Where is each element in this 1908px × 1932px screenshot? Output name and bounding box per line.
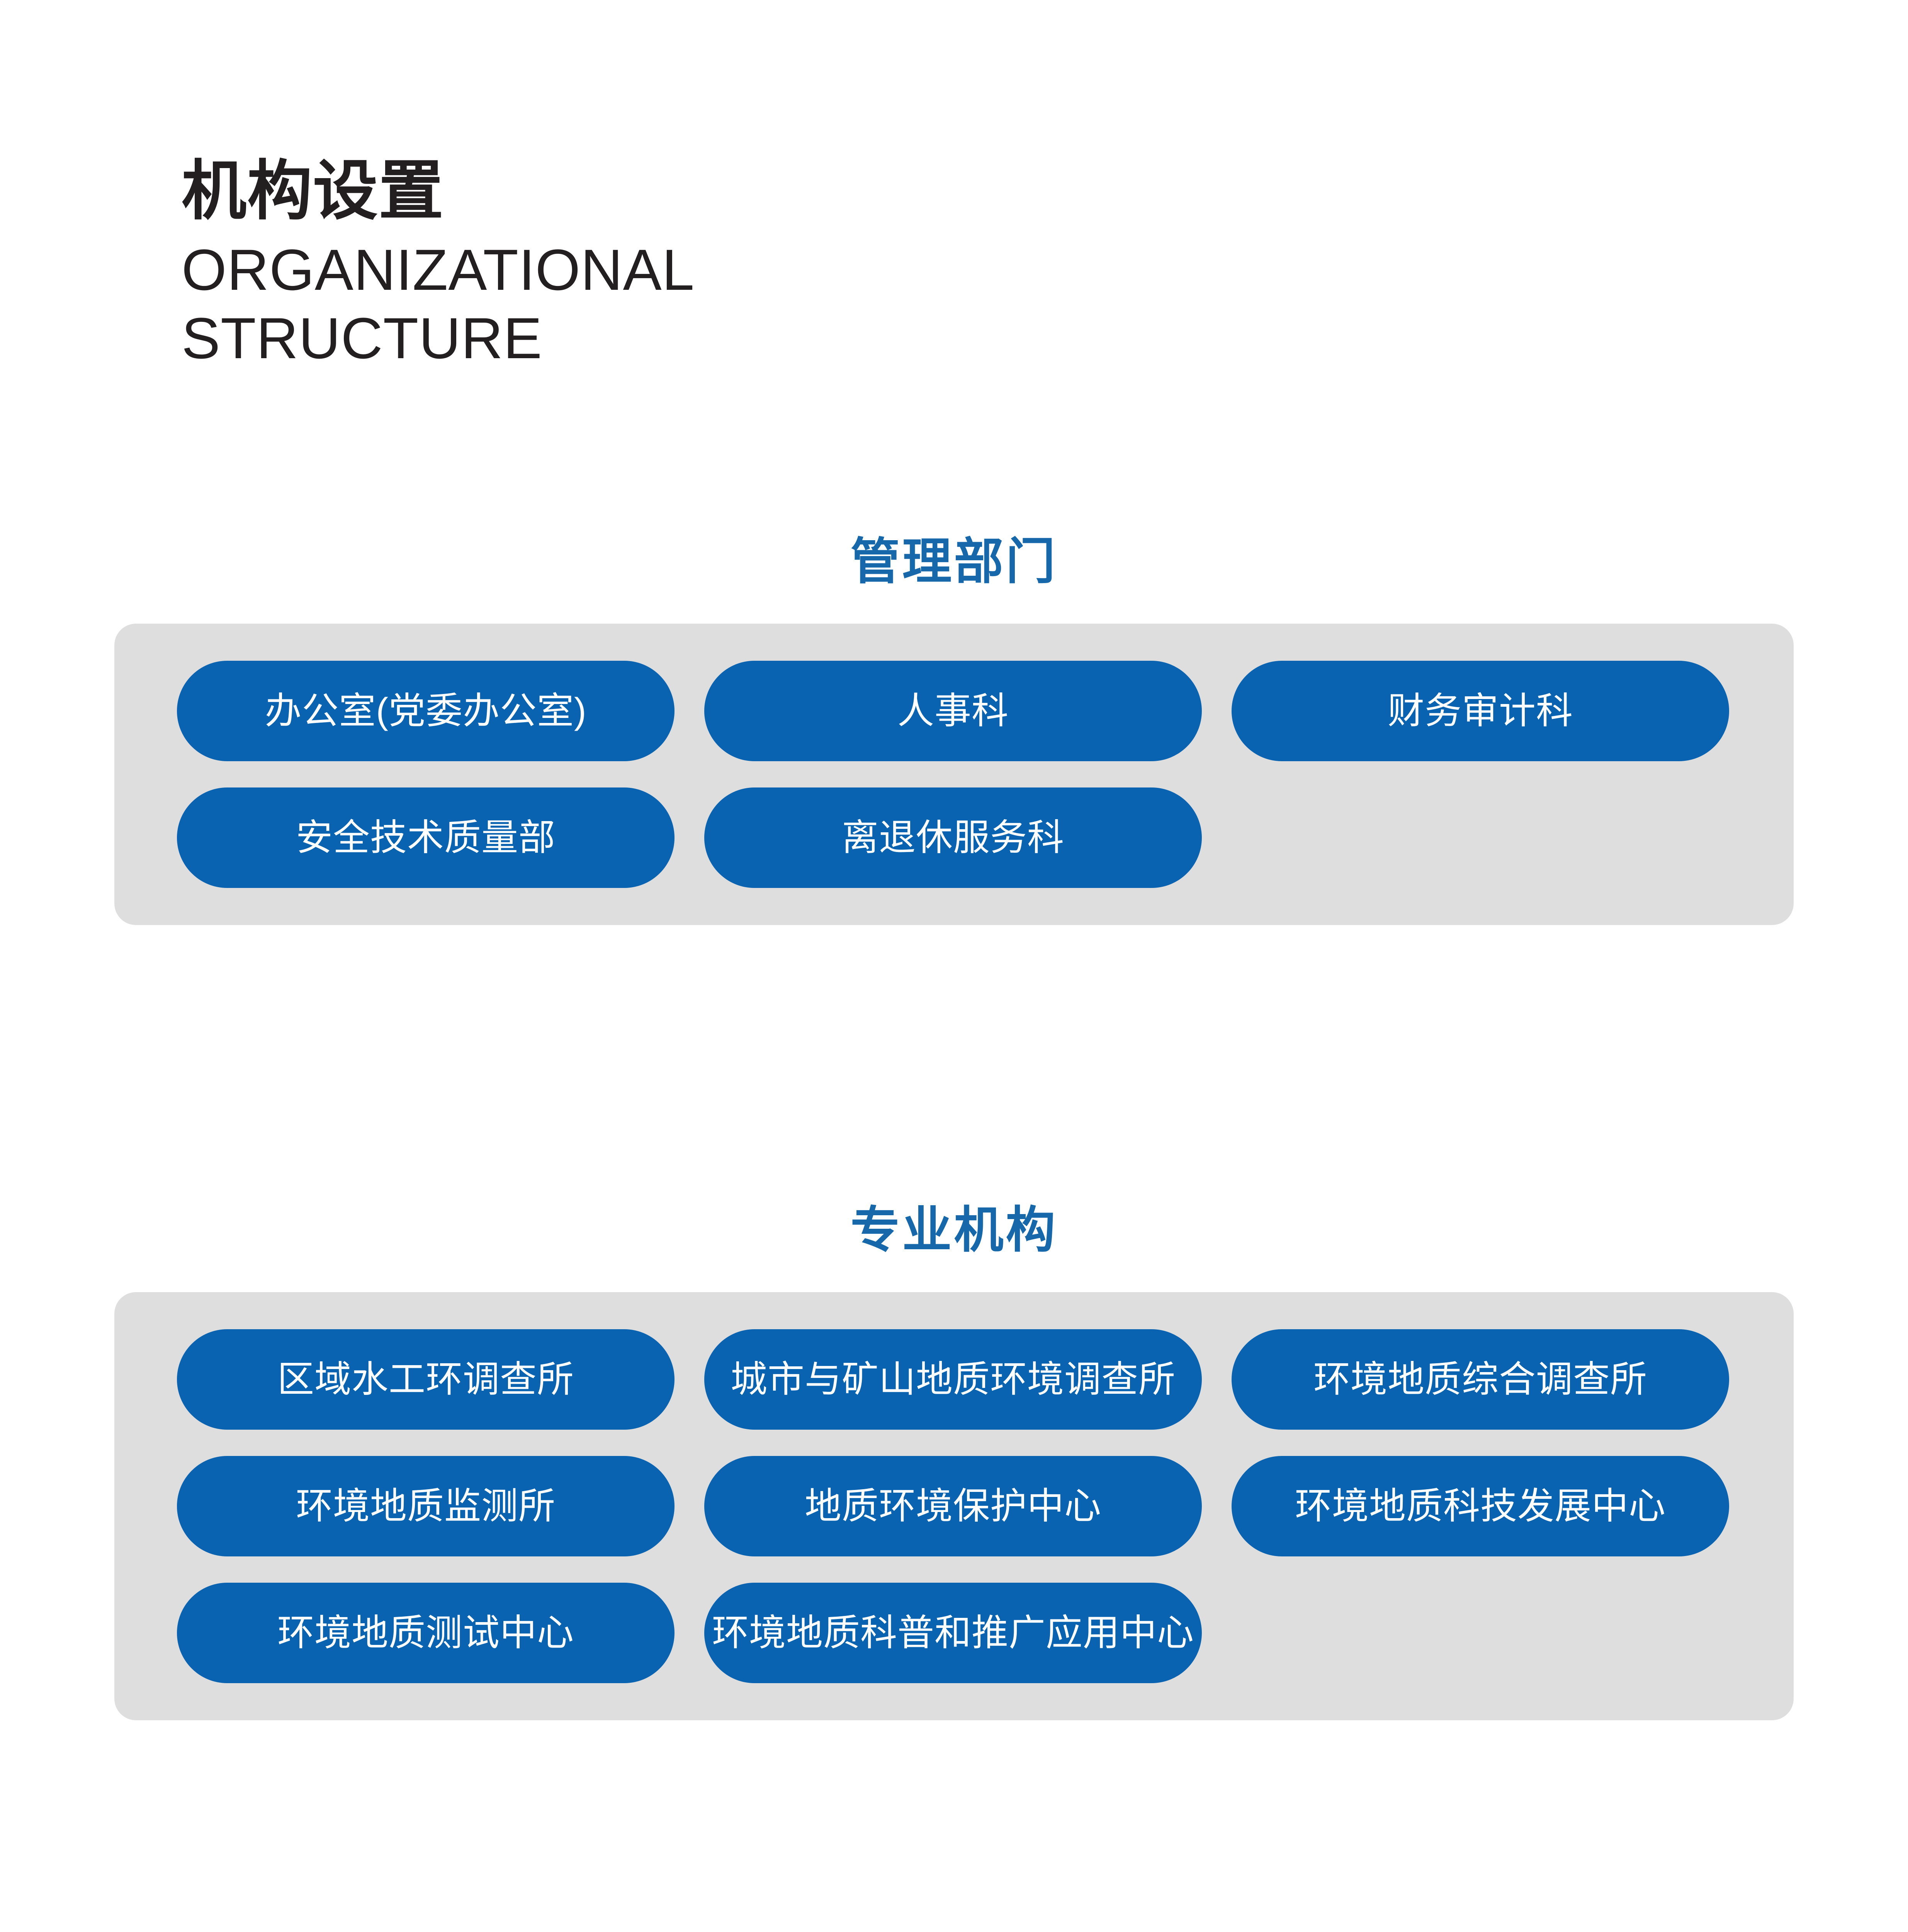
inst-button-geoenv-protection-center[interactable]: 地质环境保护中心 [704,1456,1202,1556]
page-title-english: ORGANIZATIONAL STRUCTURE [182,236,1109,372]
management-row-2: 安全技术质量部 离退休服务科 [114,787,1794,888]
professional-row-2: 环境地质监测所 地质环境保护中心 环境地质科技发展中心 [114,1456,1794,1556]
dept-button-personnel[interactable]: 人事科 [704,661,1202,761]
section-management-departments: 管理部门 办公室(党委办公室) 人事科 财务审计科 安全技术质量部 离退休服务科 [0,537,1908,925]
inst-button-env-geology-tech-development-center[interactable]: 环境地质科技发展中心 [1232,1456,1729,1556]
section-heading-professional: 专业机构 [850,1202,1058,1258]
page-title-english-line-2: STRUCTURE [182,306,542,371]
dept-button-finance-audit[interactable]: 财务审计科 [1232,661,1729,761]
dept-button-placeholder [1232,787,1729,888]
professional-row-3: 环境地质测试中心 环境地质科普和推广应用中心 [114,1583,1794,1683]
management-row-1: 办公室(党委办公室) 人事科 财务审计科 [114,661,1794,761]
professional-row-1: 区域水工环调查所 城市与矿山地质环境调查所 环境地质综合调查所 [114,1329,1794,1430]
dept-button-safety-tech-quality[interactable]: 安全技术质量部 [177,787,675,888]
section-heading-management: 管理部门 [850,534,1058,589]
page-title-chinese: 机构设置 [182,155,444,227]
inst-button-env-geology-testing-center[interactable]: 环境地质测试中心 [177,1583,675,1683]
panel-management-departments: 办公室(党委办公室) 人事科 财务审计科 安全技术质量部 离退休服务科 [114,624,1794,925]
page-title-english-line-1: ORGANIZATIONAL [182,237,695,303]
dept-button-retiree-service[interactable]: 离退休服务科 [704,787,1202,888]
section-professional-institutions: 专业机构 区域水工环调查所 城市与矿山地质环境调查所 环境地质综合调查所 环境地… [0,1206,1908,1720]
inst-button-placeholder [1232,1583,1729,1683]
inst-button-env-geology-monitoring[interactable]: 环境地质监测所 [177,1456,675,1556]
page-header: 机构设置 ORGANIZATIONAL STRUCTURE [182,155,1109,372]
inst-button-regional-hydro-eng-env-survey[interactable]: 区域水工环调查所 [177,1329,675,1430]
panel-professional-institutions: 区域水工环调查所 城市与矿山地质环境调查所 环境地质综合调查所 环境地质监测所 … [114,1292,1794,1720]
inst-button-env-geology-popularization-center[interactable]: 环境地质科普和推广应用中心 [704,1583,1202,1683]
inst-button-env-geology-comprehensive-survey[interactable]: 环境地质综合调查所 [1232,1329,1729,1430]
dept-button-office[interactable]: 办公室(党委办公室) [177,661,675,761]
inst-button-urban-mine-geoenv-survey[interactable]: 城市与矿山地质环境调查所 [704,1329,1202,1430]
